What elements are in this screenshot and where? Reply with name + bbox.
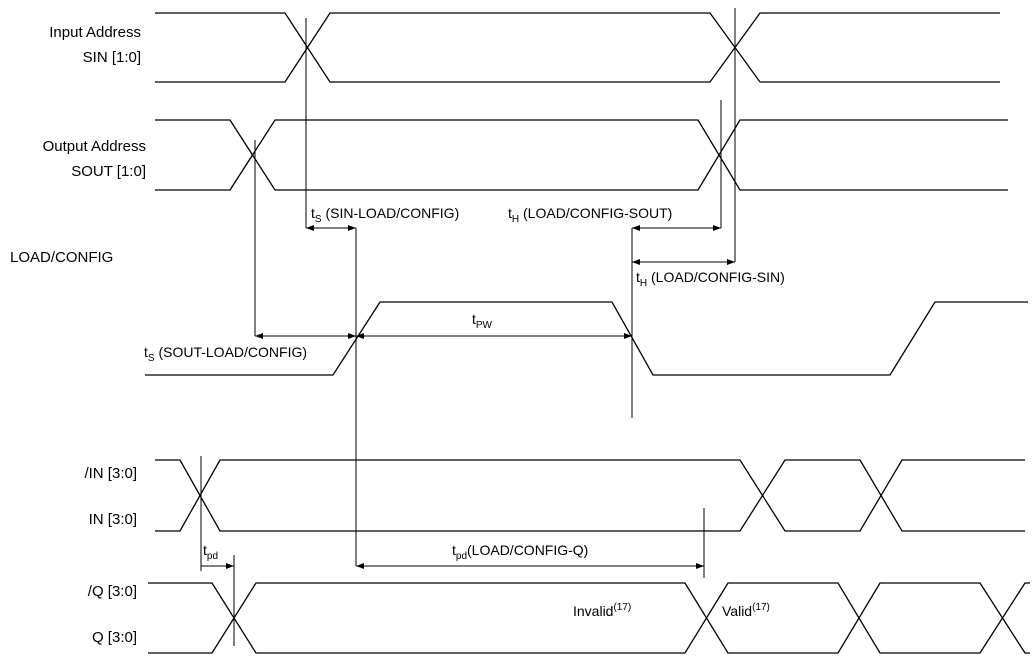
- sin-waveform: [155, 12, 1000, 83]
- in-bar-label: /IN [3:0]: [84, 465, 137, 482]
- sin-label-line1: Input Address: [49, 24, 141, 41]
- reference-lines: [200, 8, 736, 646]
- sout-label-line1: Output Address: [43, 138, 146, 155]
- load-config-label: LOAD/CONFIG: [10, 249, 113, 266]
- load-config-waveform: [145, 301, 1028, 376]
- invalid-label: Invalid(17): [573, 602, 631, 619]
- ts-sout-load-label: tS (SOUT-LOAD/CONFIG): [144, 344, 307, 364]
- ts-sin-load-label: tS (SIN-LOAD/CONFIG): [311, 205, 459, 225]
- sin-label-line2: SIN [1:0]: [83, 49, 141, 66]
- tpd-load-q-label: tpd(LOAD/CONFIG-Q): [452, 542, 588, 562]
- sout-waveform: [155, 119, 1008, 191]
- th-load-sout-label: tH (LOAD/CONFIG-SOUT): [508, 205, 672, 225]
- in-waveform: [155, 459, 1025, 532]
- timing-arrows: [201, 225, 735, 569]
- tpd-label: tpd: [203, 542, 218, 562]
- th-load-sin-label: tH (LOAD/CONFIG-SIN): [636, 269, 785, 289]
- tpw-label: tPW: [472, 311, 493, 331]
- q-label: Q [3:0]: [92, 629, 137, 646]
- q-bar-label: /Q [3:0]: [88, 583, 137, 600]
- in-label: IN [3:0]: [89, 511, 137, 528]
- valid-label: Valid(17): [722, 602, 770, 619]
- sout-label-line2: SOUT [1:0]: [71, 163, 146, 180]
